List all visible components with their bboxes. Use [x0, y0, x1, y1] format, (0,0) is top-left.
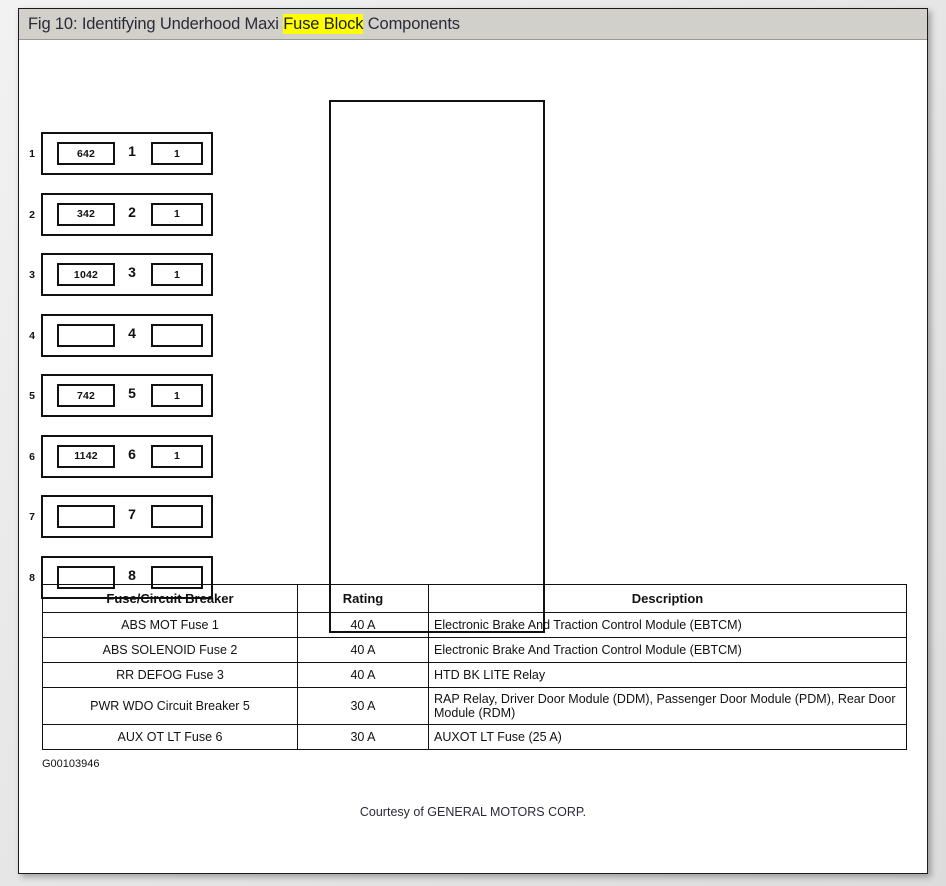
fuse-row-index: 5 [29, 390, 35, 402]
cell-description: Electronic Brake And Traction Control Mo… [428, 612, 907, 638]
fuse-center-number: 4 [128, 324, 136, 341]
fuse-row-index: 1 [29, 148, 35, 160]
fuse-row-index: 7 [29, 511, 35, 523]
cell-rating: 30 A [297, 687, 429, 725]
cell-fuse-name: ABS SOLENOID Fuse 2 [42, 637, 298, 663]
fuse-slot-b: 1 [151, 202, 203, 226]
cell-description: Electronic Brake And Traction Control Mo… [428, 637, 907, 663]
figure-caption: Fig 10: Identifying Underhood Maxi Fuse … [28, 13, 460, 34]
fuse-center-number: 3 [128, 264, 136, 280]
cell-fuse-name: RR DEFOG Fuse 3 [42, 662, 298, 688]
table-header: Fuse/Circuit Breaker Rating Description [42, 584, 907, 613]
document-id-label: G00103946 [42, 758, 100, 770]
column-header-fuse-circuit-breaker: Fuse/Circuit Breaker [42, 584, 298, 613]
column-header-rating: Rating [297, 584, 429, 613]
fuse-circuit-breaker-table: Fuse/Circuit Breaker Rating Description … [42, 584, 907, 750]
fuse-row-index: 8 [29, 571, 35, 584]
fuse-center-number: 6 [128, 445, 136, 462]
cell-description: AUXOT LT Fuse (25 A) [428, 724, 907, 750]
fuse-slot-a: 1142 [57, 444, 115, 468]
fuse-slot-b [151, 505, 203, 528]
column-header-description: Description [428, 584, 907, 613]
cell-fuse-name: AUX OT LT Fuse 6 [42, 724, 298, 750]
figure-caption-bar: Fig 10: Identifying Underhood Maxi Fuse … [19, 9, 927, 40]
fuse-slot-a [57, 505, 115, 528]
table-header-row: Fuse/Circuit Breaker Rating Description [42, 584, 907, 613]
cell-rating: 30 A [297, 724, 429, 750]
fuse-slot-a: 1042 [57, 263, 115, 286]
figure-caption-prefix: Fig 10: Identifying Underhood Maxi [28, 14, 284, 33]
cell-rating: 40 A [297, 612, 429, 638]
fuse-center-number: 5 [128, 385, 136, 401]
cell-rating: 40 A [297, 662, 429, 688]
fuse-slot-a [57, 323, 115, 347]
fuse-row: 8 [41, 555, 213, 599]
fuse-slot-a: 642 [57, 142, 115, 165]
fuse-row-index: 3 [29, 269, 35, 281]
figure-caption-suffix: Components [363, 14, 460, 33]
fuse-slot-a: 342 [57, 202, 115, 226]
cell-description: RAP Relay, Driver Door Module (DDM), Pas… [428, 687, 907, 725]
fuse-slot-a: 742 [57, 384, 115, 407]
cell-fuse-name: ABS MOT Fuse 1 [42, 612, 298, 638]
fuse-row: 4 [41, 313, 213, 357]
fuse-block-diagram [329, 100, 545, 633]
cell-fuse-name: PWR WDO Circuit Breaker 5 [42, 687, 298, 725]
courtesy-label: Courtesy of GENERAL MOTORS CORP. [359, 805, 587, 819]
fuse-slot-b: 1 [151, 142, 203, 165]
cell-description: HTD BK LITE Relay [428, 662, 907, 688]
cell-rating: 40 A [297, 637, 429, 663]
fuse-center-number: 1 [128, 143, 136, 159]
fuse-center-number: 8 [128, 566, 136, 583]
fuse-center-number: 7 [128, 506, 136, 522]
figure-caption-highlight: Fuse Block [283, 13, 364, 34]
document-body: A B 164211234221310423144574251611426177… [19, 40, 927, 873]
fuse-slot-b [151, 323, 203, 347]
fuse-row: 7 [41, 495, 213, 538]
fuse-row-index: 2 [29, 208, 35, 221]
fuse-center-number: 2 [128, 203, 136, 220]
fuse-row-index: 4 [29, 329, 35, 342]
document-page: Fig 10: Identifying Underhood Maxi Fuse … [18, 8, 928, 874]
fuse-row-index: 6 [29, 450, 35, 463]
fuse-slot-b: 1 [151, 384, 203, 407]
fuse-slot-b: 1 [151, 444, 203, 468]
fuse-slot-b: 1 [151, 263, 203, 286]
